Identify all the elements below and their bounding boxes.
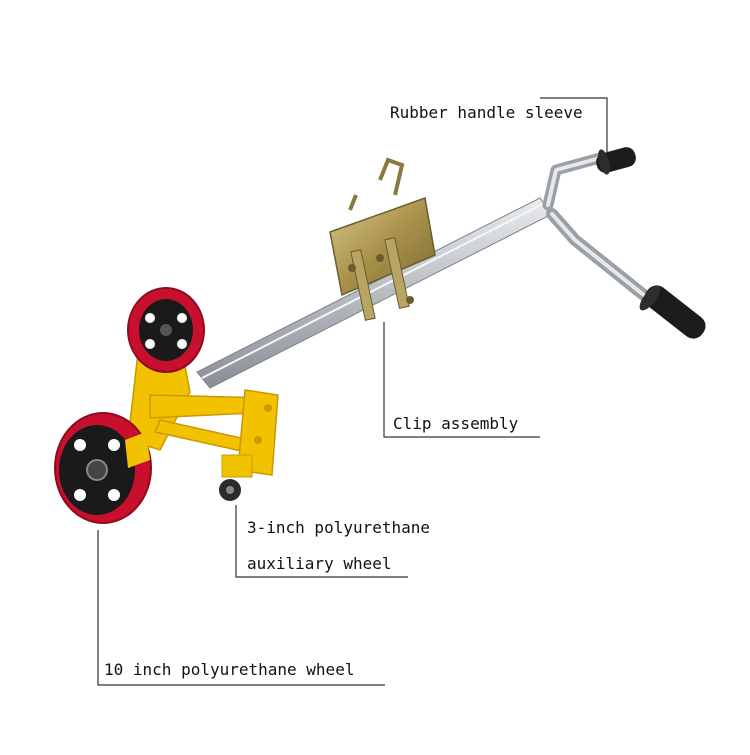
three-inch-auxiliary-wheel xyxy=(219,454,253,501)
shaft-edge xyxy=(201,202,546,379)
ten-inch-polyurethane-wheel xyxy=(54,412,152,524)
leader-aux-wheel xyxy=(235,505,408,578)
label-main-wheel: 10 inch polyurethane wheel xyxy=(104,660,355,679)
clip-assembly xyxy=(329,157,436,321)
leader-lines xyxy=(97,97,608,686)
rear-wheel-back xyxy=(127,287,205,373)
label-clip-assembly: Clip assembly xyxy=(393,414,519,433)
leader-clip-assembly xyxy=(383,322,540,438)
rubber-handle-sleeve-top xyxy=(596,147,636,175)
leader-rubber-sleeve xyxy=(540,97,608,152)
handle-bar-highlight xyxy=(546,156,602,207)
label-aux-wheel-line1: 3-inch polyurethane xyxy=(247,518,431,537)
lower-handle-highlight xyxy=(550,212,652,302)
rubber-handle-sleeve-lower xyxy=(639,285,706,339)
leader-main-wheel xyxy=(97,530,385,686)
label-rubber-handle-sleeve: Rubber handle sleeve xyxy=(390,103,583,122)
label-aux-wheel-line2: auxiliary wheel xyxy=(247,554,392,573)
